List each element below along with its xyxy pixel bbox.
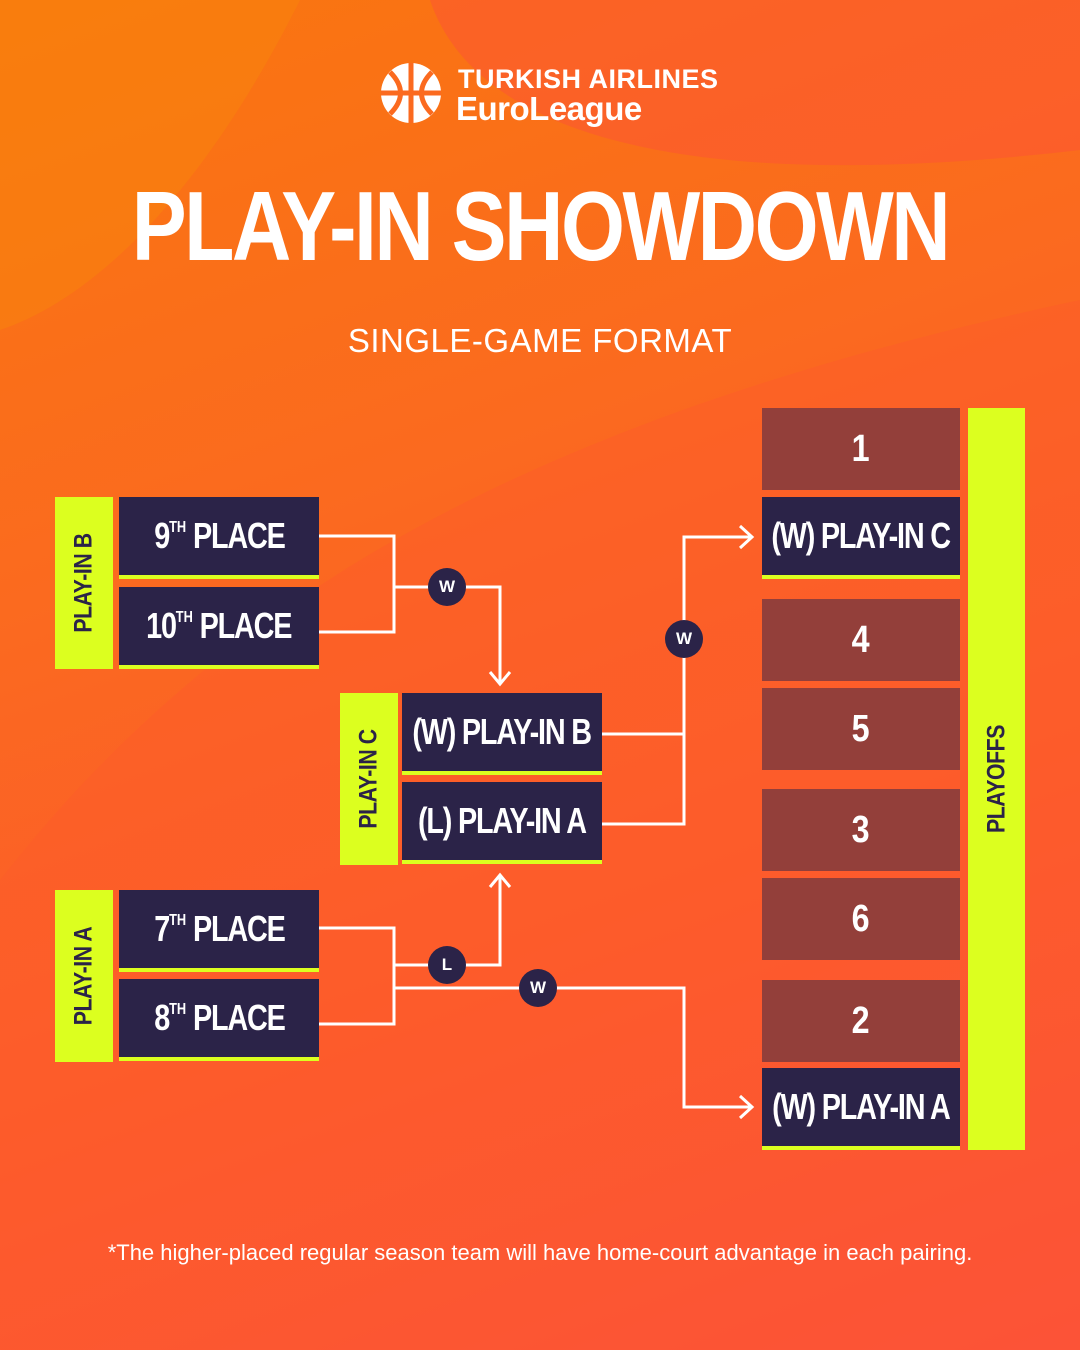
- team-slot-10th-place: 10TH PLACE: [119, 587, 319, 669]
- page-title: PLAY-IN SHOWDOWN: [131, 171, 951, 281]
- basketball-icon: [381, 63, 441, 123]
- playoff-seed-5: 5: [762, 688, 960, 770]
- play-in-b-label: PLAY-IN B: [55, 497, 113, 669]
- playoff-seed-1: 1: [762, 408, 960, 490]
- playoff-seed-3: 3: [762, 789, 960, 871]
- arrow-into-play-in-c-bottom: [488, 872, 512, 888]
- play-in-a-label: PLAY-IN A: [55, 890, 113, 1062]
- winner-badge-play-in-a: W: [519, 969, 557, 1007]
- connector-play-in-a-winner: [394, 986, 750, 1109]
- connector-play-in-b: [318, 534, 396, 634]
- arrow-into-playoffs-top: [738, 524, 755, 550]
- team-slot-8th-place: 8TH PLACE: [119, 979, 319, 1061]
- playoff-seed-6: 6: [762, 878, 960, 960]
- winner-badge-play-in-b: W: [428, 568, 466, 606]
- playoff-seed-4: 4: [762, 599, 960, 681]
- logo-sponsor-text: TURKISH AIRLINES: [458, 64, 719, 94]
- connector-play-in-a: [318, 926, 396, 1026]
- playoffs-label: PLAYOFFS: [968, 408, 1025, 1150]
- playoff-slot-winner-play-in-c: (W) PLAY-IN C: [762, 497, 960, 579]
- winner-badge-play-in-c: W: [665, 620, 703, 658]
- connector-play-in-c-winner: [682, 535, 750, 734]
- connector-play-in-c: [602, 732, 686, 826]
- arrow-into-playoffs-bottom: [738, 1094, 755, 1120]
- logo-brand-text: EuroLeague: [456, 90, 642, 127]
- loser-badge-play-in-a: L: [428, 946, 466, 984]
- team-slot-winner-play-in-b: (W) PLAY-IN B: [402, 693, 602, 775]
- arrow-into-play-in-c-top: [488, 671, 512, 687]
- page-subtitle: SINGLE-GAME FORMAT: [347, 322, 733, 359]
- euroleague-logo: TURKISH AIRLINES EuroLeague: [378, 60, 718, 130]
- playoff-slot-winner-play-in-a: (W) PLAY-IN A: [762, 1068, 960, 1150]
- team-slot-9th-place: 9TH PLACE: [119, 497, 319, 579]
- play-in-c-label: PLAY-IN C: [340, 693, 398, 865]
- footnote: *The higher-placed regular season team w…: [107, 1240, 973, 1265]
- team-slot-loser-play-in-a: (L) PLAY-IN A: [402, 782, 602, 864]
- team-slot-7th-place: 7TH PLACE: [119, 890, 319, 972]
- playoff-seed-2: 2: [762, 980, 960, 1062]
